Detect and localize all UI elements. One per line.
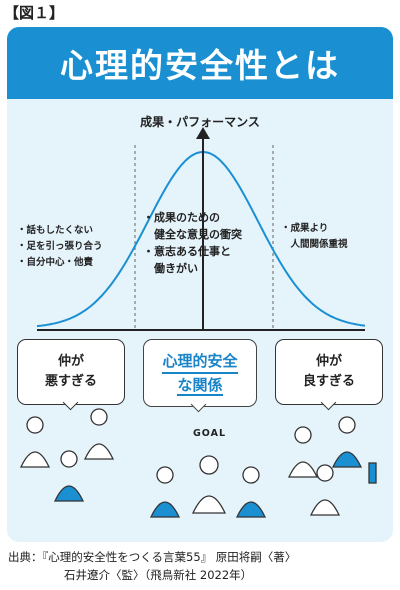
note-item: ・意志ある仕事と <box>143 245 231 258</box>
source-line-2: 石井遼介〈監〉（飛鳥新社 2022年） <box>64 568 253 582</box>
y-axis-label: 成果・パフォーマンス <box>140 115 260 129</box>
people-illustration-left <box>19 408 115 502</box>
note-item: ・成果のための <box>143 211 220 224</box>
box-psychological-safety: 心理的安全 な関係 <box>143 339 257 407</box>
note-item: ・自分中心・他責 <box>17 257 94 268</box>
note-item: ・成果より <box>281 223 329 234</box>
people-illustration-center <box>149 455 267 518</box>
y-axis-arrowhead <box>196 127 210 139</box>
title-banner: 心理的安全性とは <box>7 27 393 99</box>
box-too-bad: 仲が 悪すぎる <box>17 339 125 405</box>
notes-right: ・成果より 人間関係重視 <box>281 221 348 253</box>
figure-frame: 心理的安全性とは 成果・パフォーマンス ・話もしたくない ・足を引っ張り合う <box>7 27 393 542</box>
people-illustration-right <box>287 416 377 516</box>
box-text: 心理的安全 <box>162 350 238 374</box>
bell-curve <box>36 150 366 328</box>
box-text: 良すぎる <box>302 374 355 389</box>
source-citation: 出典：『心理的安全性をつくる言葉55』 原田将嗣〈著〉 石井遼介〈監〉（飛鳥新社… <box>8 548 296 584</box>
note-item: ・足を引っ張り合う <box>17 241 103 252</box>
note-item: 人間関係重視 <box>281 239 348 250</box>
box-text: 悪すぎる <box>44 374 97 389</box>
note-item: 健全な意見の衝突 <box>143 228 242 241</box>
figure-label: 【図１】 <box>4 4 65 22</box>
source-line-1: 出典：『心理的安全性をつくる言葉55』 原田将嗣〈著〉 <box>8 550 297 564</box>
banner-title: 心理的安全性とは <box>60 46 340 85</box>
box-text: な関係 <box>177 376 223 396</box>
box-too-good: 仲が 良すぎる <box>275 339 383 405</box>
box-text: 仲が <box>315 354 342 369</box>
goal-label: GOAL <box>193 428 227 439</box>
notes-center: ・成果のための 健全な意見の衝突 ・意志ある仕事と 働きがい <box>143 209 242 277</box>
notes-left: ・話もしたくない ・足を引っ張り合う ・自分中心・他責 <box>17 223 103 271</box>
note-item: 働きがい <box>143 262 198 275</box>
note-item: ・話もしたくない <box>17 225 94 236</box>
box-text: 仲が <box>57 354 84 369</box>
bell-curve-chart <box>19 127 377 518</box>
